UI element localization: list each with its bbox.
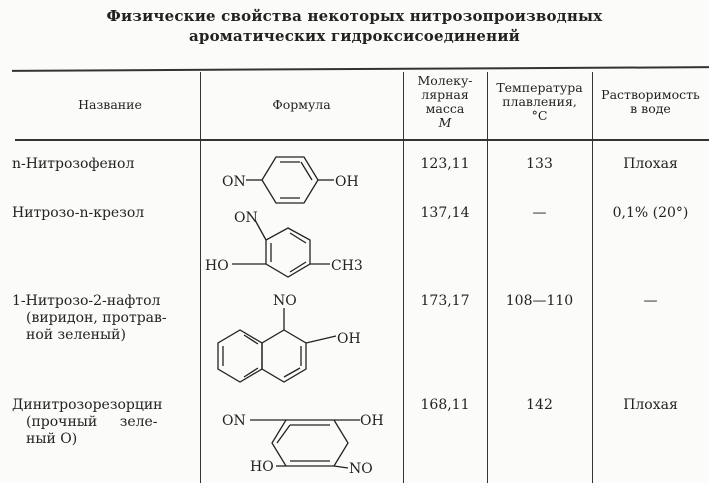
title-line-2: ароматических гидроксисоединений [188, 27, 521, 45]
row-1-melting: 133 [526, 156, 553, 172]
row-2-melting: — [532, 205, 547, 221]
header-name: Название [78, 97, 142, 112]
row-2-solubility: 0,1% (20°) [612, 205, 689, 221]
formula-label: HO [205, 258, 229, 274]
row-3-melting: 108—110 [505, 293, 574, 309]
formula-label: ON [234, 210, 258, 226]
row-3-name: 1-Нитрозо-2-нафтол(виридон, протрав-ной … [12, 293, 167, 343]
benzene-ring-2 [265, 227, 311, 278]
row-3-solubility: — [643, 293, 658, 309]
row-1-mass: 123,11 [420, 156, 470, 172]
row-4-mass: 168,11 [420, 397, 470, 413]
row-4-melting: 142 [526, 397, 553, 413]
table-title: Физические свойства некоторых нитрозопро… [0, 6, 709, 46]
header-bottom-rule [15, 139, 709, 141]
formula-label: CH3 [331, 258, 363, 274]
row-4-solubility: Плохая [623, 397, 678, 413]
column-divider [200, 72, 201, 483]
formula-label: HO [250, 459, 274, 475]
formula-label: NO [349, 461, 373, 477]
column-divider [487, 72, 488, 483]
formula-label: ON [222, 174, 246, 190]
naphthalene-ring-b [217, 329, 263, 383]
formula-label: OH [335, 174, 359, 190]
column-divider [403, 72, 404, 483]
title-line-1: Физические свойства некоторых нитрозопро… [106, 7, 603, 25]
row-4-name: Динитрозорезорцин(прочный зеле-ный O) [12, 397, 163, 447]
formula-label: OH [360, 413, 384, 429]
formula-label: ON [222, 413, 246, 429]
row-1-name: n-Нитрозофенол [12, 156, 135, 172]
row-2-mass: 137,14 [420, 205, 470, 221]
header-formula: Формула [272, 97, 331, 112]
formula-label: OH [337, 331, 361, 347]
row-3-mass: 173,17 [420, 293, 470, 309]
row-1-solubility: Плохая [623, 156, 678, 172]
naphthalene-ring-a [261, 329, 307, 383]
benzene-ring-4 [271, 419, 349, 467]
benzene-ring-1 [261, 156, 319, 204]
row-2-name: Нитрозо-n-крезол [12, 205, 145, 221]
column-divider [592, 72, 593, 483]
formula-label: NO [273, 293, 297, 309]
